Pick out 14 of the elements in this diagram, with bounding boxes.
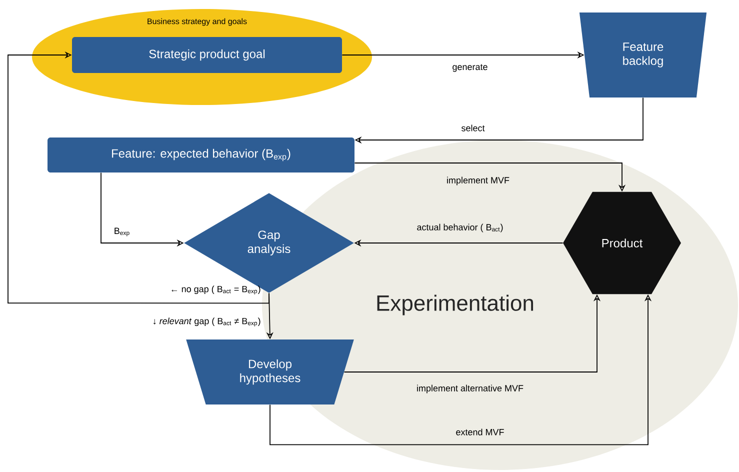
- edge-label: extend MVF: [456, 428, 504, 436]
- edge-label: B$_{exp}$: [114, 228, 130, 236]
- edge-label: select: [462, 124, 485, 132]
- edge-label: implement MVF: [447, 176, 510, 186]
- product-hexagon: Product: [563, 192, 681, 294]
- trapezoid-box: Develop hypotheses: [186, 340, 354, 404]
- process-box: Strategic product goal: [72, 37, 342, 73]
- trapezoid-box: Feature backlog: [579, 12, 707, 98]
- edge-label: implement alternative MVF: [417, 384, 524, 394]
- process-box: Feature: expected behavior (B$_{exp}$): [48, 138, 354, 172]
- edge-label: ↓ relevant gap ( B$_{act}$ ≠ B$_{exp}$): [154, 318, 260, 326]
- arrow: [8, 51, 270, 304]
- edge-label: actual behavior ( B$_{act}$): [417, 224, 503, 232]
- edge-label: generate: [452, 64, 488, 72]
